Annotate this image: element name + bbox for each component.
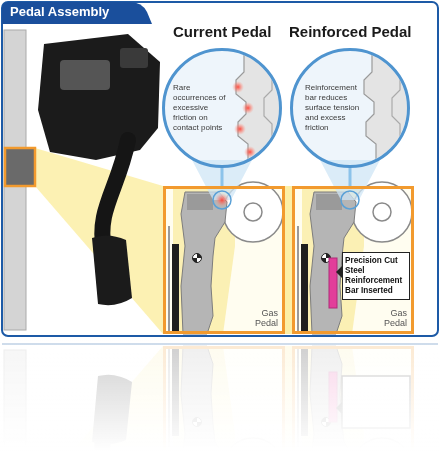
friction-point [232,81,244,93]
title-text: Pedal Assembly [10,4,109,19]
zoom-cone [35,148,163,334]
reflection-fade [0,338,440,452]
magnifier-connector [349,168,352,186]
zoom-circle [213,191,231,209]
magnifier-connector [221,168,224,186]
pedal-section [292,182,414,334]
connector-plug [120,48,148,68]
section-panel: Gas Pedal [163,186,285,334]
magnifier-circle: Rare occurrences of excessive friction o… [162,48,282,168]
outer-frame [2,2,438,336]
panel-gap [285,186,292,334]
callout-text: Reinforcement bar reduces surface tensio… [305,83,363,133]
magnifier-circle: Reinforcement bar reduces surface tensio… [290,48,410,168]
pedal-section [163,182,285,334]
friction-point [244,146,256,158]
panel-label: Gas Pedal [248,308,278,328]
callout-box: Precision Cut Steel Reinforcement Bar In… [342,252,410,300]
pedal-arm [102,140,128,250]
callout-text: Precision Cut Steel Reinforcement Bar In… [345,256,407,296]
friction-point [242,102,254,114]
reinforcement-bar [329,258,337,308]
title-tab [2,2,152,24]
friction-point [234,123,246,135]
pedal-pad [92,235,132,305]
gear-teeth [392,40,400,176]
panel-heading: Current Pedal [173,23,271,40]
panel-label: Gas Pedal [377,308,407,328]
sensor-housing [60,60,110,90]
callout-text: Rare occurrences of excessive friction o… [173,83,231,133]
friction-point [215,193,229,207]
section-panel: Gas Pedal Precision Cut Steel Reinforceme… [292,186,414,334]
gear-teeth [264,40,272,176]
panel-heading: Reinforced Pedal [289,23,412,40]
highlight-square [5,148,35,186]
pedal-bracket [38,34,160,160]
zoom-circle [341,191,359,209]
